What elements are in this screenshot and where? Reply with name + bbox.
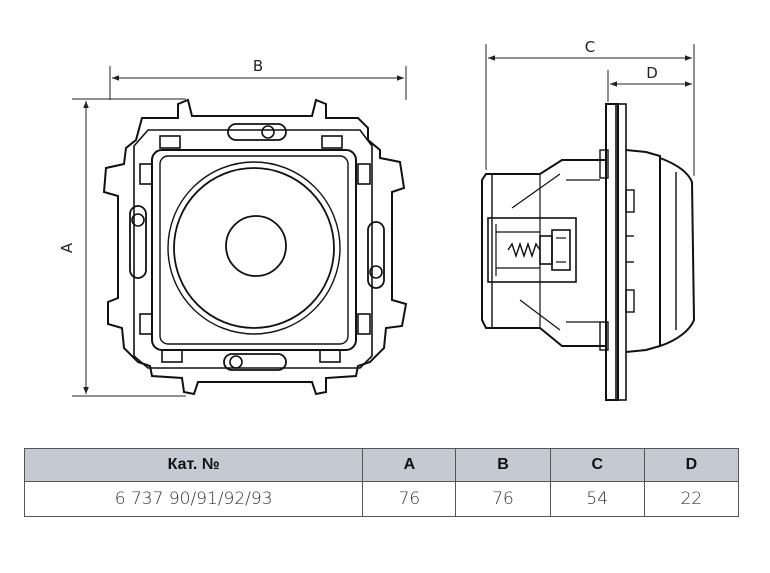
dimension-d — [607, 70, 692, 102]
face-profile — [625, 149, 661, 353]
header-a: A — [362, 448, 457, 482]
claw-rt — [357, 163, 371, 185]
mechanism-body — [481, 159, 607, 347]
dimension-c — [485, 44, 695, 176]
table-row: 6 737 90/91/92/93 76 76 54 22 — [23, 481, 740, 517]
left-slot — [129, 205, 147, 279]
technical-drawing: B A — [58, 38, 696, 401]
header-c: C — [549, 448, 645, 482]
front-view — [102, 98, 408, 396]
top-slot-screw — [261, 125, 275, 139]
screw-clamp — [551, 229, 571, 271]
plate-clip-top — [599, 149, 609, 179]
claw-tr — [321, 135, 343, 149]
claw-bl — [161, 349, 183, 363]
side-view — [481, 103, 696, 401]
claw-tl — [159, 135, 181, 149]
screw-head — [539, 235, 553, 265]
face-plate-outer — [151, 149, 357, 351]
right-slot-screw — [369, 265, 383, 279]
header-b: B — [455, 448, 551, 482]
dimension-b — [109, 66, 407, 100]
mounting-frame-inner — [133, 129, 373, 369]
left-slot-screw — [131, 213, 145, 227]
cell-b: 76 — [455, 481, 551, 517]
header-d: D — [643, 448, 740, 482]
mounting-plate — [605, 103, 619, 401]
terminal-block — [487, 217, 577, 283]
face-plate-inner — [159, 155, 349, 345]
cell-cat-no: 6 737 90/91/92/93 — [23, 481, 364, 517]
right-slot — [367, 221, 385, 289]
terminal-screw — [507, 241, 541, 259]
knob-outer-ring — [167, 161, 341, 335]
knob-profile — [659, 157, 696, 347]
dimension-d-label: D — [646, 64, 658, 82]
cell-c: 54 — [549, 481, 645, 517]
bottom-slot-screw — [229, 355, 243, 369]
table-header-row: Кат. № A B C D — [23, 448, 740, 482]
plate-claw-top — [625, 189, 635, 213]
dimension-a — [72, 98, 186, 397]
dimension-a-label: A — [58, 242, 76, 253]
cell-d: 22 — [643, 481, 740, 517]
knob-ring — [173, 167, 335, 329]
dimension-b-label: B — [253, 57, 263, 75]
claw-lt — [139, 163, 153, 185]
claw-lb — [139, 313, 153, 335]
cell-a: 76 — [362, 481, 457, 517]
header-cat-no: Кат. № — [23, 448, 364, 482]
mounting-frame-outline — [102, 98, 408, 396]
bottom-slot — [223, 353, 287, 371]
mounting-plate-inner — [615, 103, 627, 401]
claw-br — [319, 349, 341, 363]
top-slot — [227, 123, 287, 141]
knob-center — [225, 215, 287, 277]
plate-clip-bottom — [599, 321, 609, 351]
claw-rb — [357, 313, 371, 335]
dimension-c-label: C — [585, 38, 595, 56]
plate-claw-bottom — [625, 289, 635, 313]
dimensions-table: Кат. № A B C D 6 737 90/91/92/93 76 76 5… — [23, 448, 740, 517]
